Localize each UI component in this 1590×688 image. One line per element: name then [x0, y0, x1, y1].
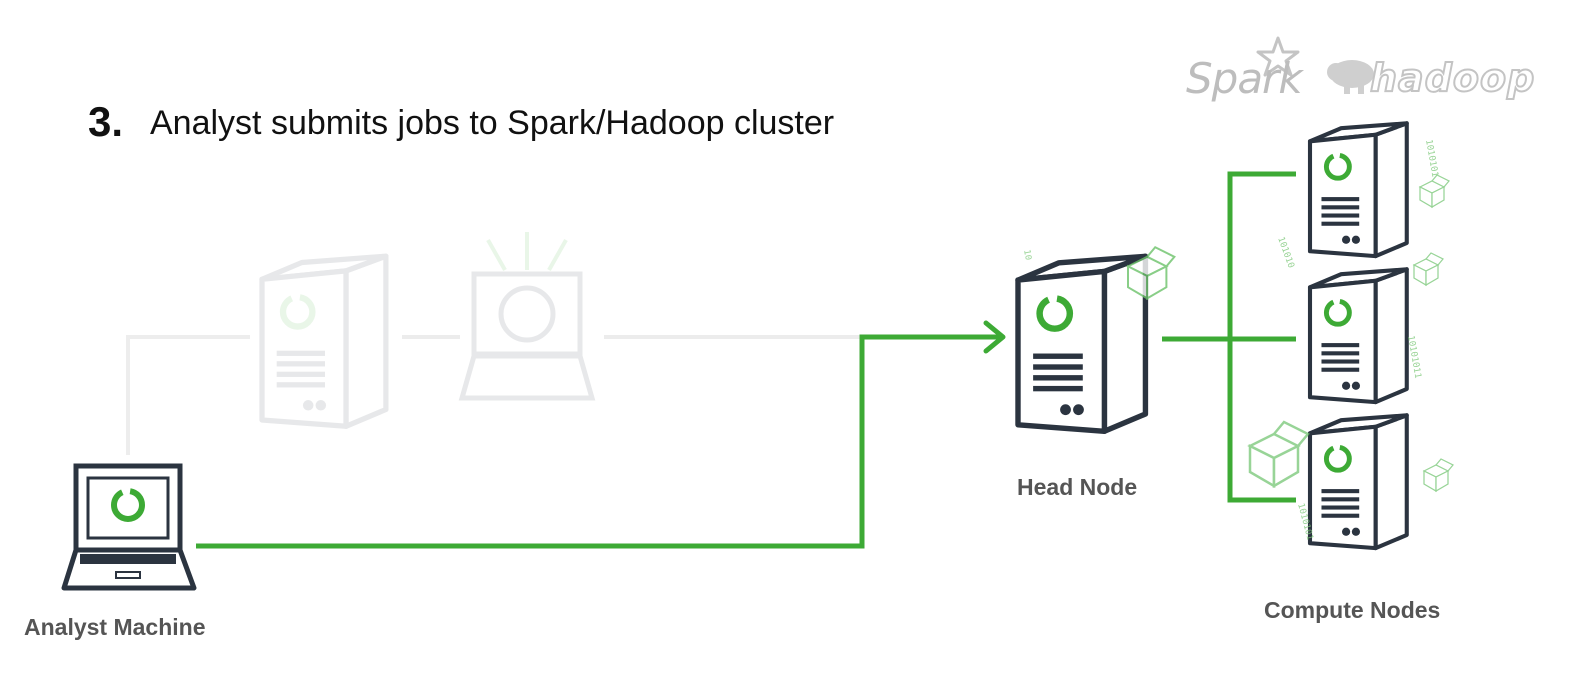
svg-text:101010: 101010	[1275, 236, 1296, 270]
compute-nodes-label: Compute Nodes	[1264, 597, 1441, 623]
arrowhead-icon	[983, 320, 1006, 354]
analyst-laptop-icon	[61, 463, 197, 591]
compute-node-server-icon	[1310, 415, 1407, 548]
svg-text:1010101: 1010101	[1423, 139, 1439, 178]
spark-star-icon	[1256, 36, 1300, 77]
svg-text:10: 10	[1021, 249, 1033, 261]
hadoop-elephant-icon	[1327, 60, 1374, 94]
analyst-to-head-connector	[196, 334, 1000, 549]
spark-logo: Spark	[1186, 54, 1303, 103]
faded-laptop-icon	[458, 232, 596, 401]
faded-background-network	[126, 232, 860, 455]
hadoop-logo: hadoop	[1369, 55, 1536, 101]
head-node-label: Head Node	[1017, 474, 1138, 500]
analyst-machine-label: Analyst Machine	[24, 614, 206, 640]
head-node-server-icon	[1018, 256, 1145, 431]
step-title: Analyst submits jobs to Spark/Hadoop clu…	[150, 104, 835, 142]
compute-node-server-icon	[1310, 123, 1407, 256]
step-number: 3.	[88, 98, 124, 145]
compute-node-server-icon	[1310, 269, 1407, 402]
head-to-compute-connector	[1162, 171, 1296, 503]
